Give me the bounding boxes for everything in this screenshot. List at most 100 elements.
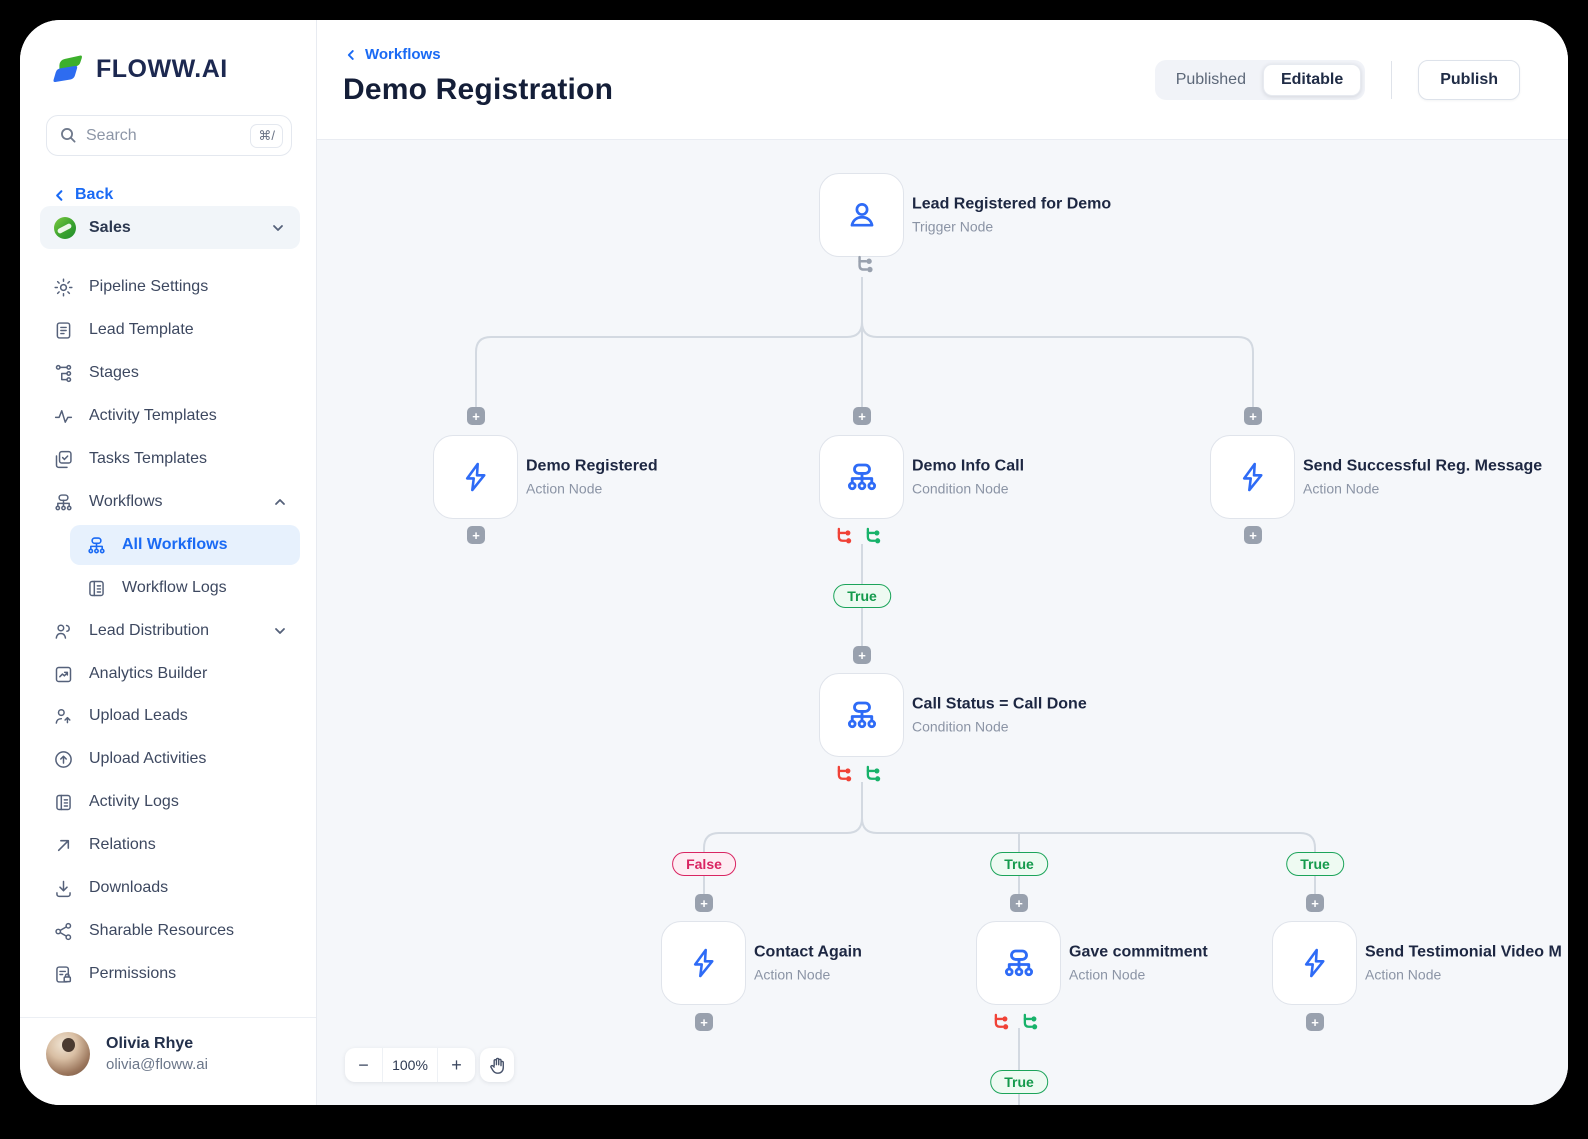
node-subtitle: Action Node (754, 966, 831, 983)
user-name: Olivia Rhye (106, 1035, 194, 1052)
document-icon (52, 319, 74, 341)
floww-logo-icon (48, 50, 86, 88)
sidebar-item-workflow-logs[interactable]: Workflow Logs (70, 568, 300, 608)
action-node-card[interactable] (661, 921, 746, 1005)
zoom-controls: − 100% + (345, 1048, 475, 1082)
condition-true-badge: True (990, 1070, 1048, 1094)
sidebar-item-lead-template[interactable]: Lead Template (40, 310, 300, 350)
true-branch-icon[interactable] (864, 527, 882, 545)
add-node-button[interactable]: + (853, 646, 871, 664)
sidebar-item-relations[interactable]: Relations (40, 825, 300, 865)
action-node-card[interactable] (1272, 921, 1357, 1005)
add-node-button[interactable]: + (695, 894, 713, 912)
node-title: Send Testimonial Video M (1365, 943, 1562, 961)
condition-node-card[interactable] (819, 435, 904, 519)
sidebar-item-upload-activities[interactable]: Upload Activities (40, 739, 300, 779)
sidebar-item-tasks-templates[interactable]: Tasks Templates (40, 439, 300, 479)
share-icon (52, 920, 74, 942)
document-lock-icon (52, 963, 74, 985)
add-node-button[interactable]: + (467, 526, 485, 544)
sidebar-item-analytics-builder[interactable]: Analytics Builder (40, 654, 300, 694)
add-node-button[interactable]: + (1244, 526, 1262, 544)
sidebar-item-sharable-resources[interactable]: Sharable Resources (40, 911, 300, 951)
bolt-icon (693, 948, 713, 978)
workspace-label: Sales (89, 218, 131, 236)
sidebar-item-workflows[interactable]: Workflows (40, 482, 300, 522)
action-node-card[interactable] (1210, 435, 1295, 519)
sidebar-item-lead-distribution[interactable]: Lead Distribution (40, 611, 300, 651)
toggle-published[interactable]: Published (1175, 71, 1246, 88)
condition-icon (847, 463, 876, 491)
false-branch-icon[interactable] (835, 527, 853, 545)
status-toggle: Published Editable (1154, 60, 1366, 100)
false-branch-icon[interactable] (835, 765, 853, 783)
node-send-successful-message[interactable]: Send Successful Reg. Message Action Node (1210, 435, 1542, 519)
condition-false-badge: False (672, 852, 736, 876)
node-contact-again[interactable]: Contact Again Action Node (661, 921, 862, 1005)
condition-icon (1004, 949, 1033, 977)
branch-icon (856, 255, 875, 279)
bolt-icon (1304, 948, 1324, 978)
pan-tool-button[interactable] (480, 1048, 514, 1082)
node-subtitle: Action Node (526, 480, 603, 497)
node-demo-registered[interactable]: Demo Registered Action Node (433, 435, 658, 519)
condition-icon (847, 701, 876, 729)
true-branch-icon[interactable] (1021, 1013, 1039, 1031)
sidebar-item-stages[interactable]: Stages (40, 353, 300, 393)
search-input[interactable] (86, 126, 251, 145)
node-call-status[interactable]: Call Status = Call Done Condition Node (819, 673, 1087, 757)
action-node-card[interactable] (433, 435, 518, 519)
condition-node-card[interactable] (819, 673, 904, 757)
add-node-button[interactable]: + (1010, 894, 1028, 912)
node-subtitle: Action Node (1069, 966, 1146, 983)
avatar (46, 1032, 90, 1076)
zoom-in-button[interactable]: + (451, 1054, 462, 1075)
node-title: Demo Registered (526, 457, 658, 475)
node-subtitle: Action Node (1303, 480, 1380, 497)
node-title: Gave commitment (1069, 943, 1208, 961)
sidebar-item-all-workflows[interactable]: All Workflows (70, 525, 300, 565)
toggle-editable[interactable]: Editable (1262, 64, 1362, 96)
node-demo-info-call[interactable]: Demo Info Call Condition Node (819, 435, 1024, 519)
node-send-testimonial[interactable]: Send Testimonial Video M Action Node (1272, 921, 1562, 1005)
node-gave-commitment[interactable]: Gave commitment Action Node (976, 921, 1208, 1005)
zoom-out-button[interactable]: − (358, 1054, 369, 1075)
node-subtitle: Trigger Node (912, 218, 994, 235)
sidebar-item-activity-templates[interactable]: Activity Templates (40, 396, 300, 436)
false-branch-icon[interactable] (992, 1013, 1010, 1031)
people-icon (52, 620, 74, 642)
add-node-button[interactable]: + (695, 1013, 713, 1031)
condition-node-card[interactable] (976, 921, 1061, 1005)
publish-button[interactable]: Publish (1418, 60, 1520, 100)
add-node-button[interactable]: + (1306, 894, 1324, 912)
search-shortcut: ⌘/ (250, 123, 283, 148)
sidebar-item-activity-logs[interactable]: Activity Logs (40, 782, 300, 822)
trigger-node-card[interactable] (819, 173, 904, 257)
user-profile[interactable]: Olivia Rhye olivia@floww.ai (46, 1032, 208, 1076)
search-box[interactable]: ⌘/ (46, 115, 292, 156)
node-title: Call Status = Call Done (912, 695, 1087, 713)
workspace-selector[interactable]: Sales (40, 206, 300, 249)
workflow-canvas[interactable]: Lead Registered for Demo Trigger Node + … (317, 140, 1568, 1105)
node-lead-registered[interactable]: Lead Registered for Demo Trigger Node (819, 173, 1111, 257)
sidebar-item-permissions[interactable]: Permissions (40, 954, 300, 994)
person-upload-icon (52, 705, 74, 727)
arrow-up-right-icon (52, 834, 74, 856)
true-branch-icon[interactable] (864, 765, 882, 783)
back-button[interactable]: Back (52, 186, 113, 204)
add-node-button[interactable]: + (467, 407, 485, 425)
workflow-icon (85, 534, 107, 556)
breadcrumb[interactable]: Workflows (344, 46, 441, 63)
tasks-copy-icon (52, 448, 74, 470)
sidebar-item-downloads[interactable]: Downloads (40, 868, 300, 908)
sidebar-item-pipeline-settings[interactable]: Pipeline Settings (40, 267, 300, 307)
app-window: FLOWW.AI ⌘/ Back Sales Pipeline Settings (20, 20, 1568, 1105)
node-title: Lead Registered for Demo (912, 195, 1112, 213)
sidebar-item-upload-leads[interactable]: Upload Leads (40, 696, 300, 736)
add-node-button[interactable]: + (1244, 407, 1262, 425)
chevron-down-icon (270, 220, 286, 236)
chevron-up-icon (272, 494, 288, 510)
add-node-button[interactable]: + (853, 407, 871, 425)
add-node-button[interactable]: + (1306, 1013, 1324, 1031)
bolt-icon (1242, 462, 1262, 492)
